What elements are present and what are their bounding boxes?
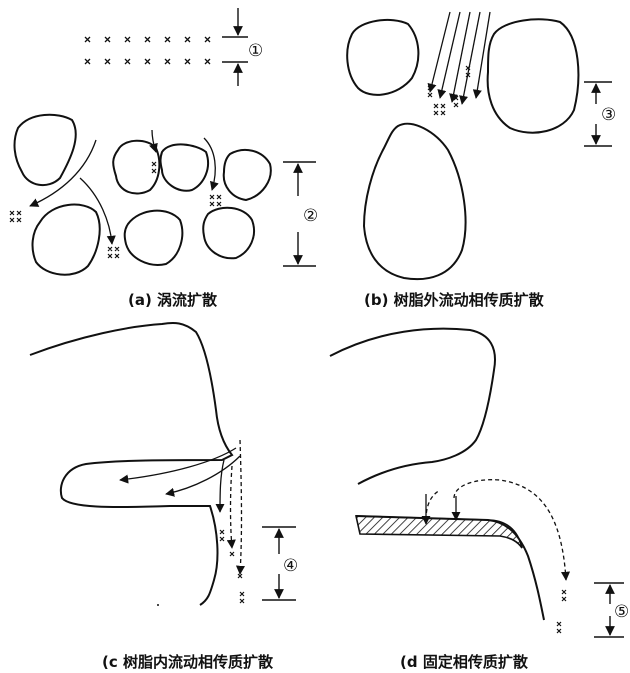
marker-4-label: ④ (283, 556, 298, 576)
panel-a-eddy-diffusion (10, 8, 316, 275)
caption-panel-a: (a) 涡流扩散 (128, 289, 217, 310)
resin-pore-outline (30, 323, 232, 605)
molecule-clusters-d (557, 590, 566, 633)
marker-5-label: ⑤ (614, 602, 629, 622)
band-width-indicator-1 (222, 8, 248, 86)
marker-1-label: ① (248, 41, 263, 61)
marker-2-label: ② (303, 206, 318, 226)
stray-dot (157, 604, 159, 606)
panel-c-internal-mass-transfer (30, 323, 296, 605)
resin-beads-b (347, 19, 578, 279)
resin-beads-a (15, 115, 271, 275)
panel-d-stationary-mass-transfer (330, 329, 624, 637)
caption-panel-c: (c 树脂内流动相传质扩散 (102, 651, 273, 672)
molecule-band-1 (85, 37, 210, 64)
flow-stream-arrows-b (430, 12, 490, 104)
caption-panel-d: (d 固定相传质扩散 (400, 651, 528, 672)
eddy-flow-arrows (30, 130, 215, 244)
resin-upper-outline (330, 329, 495, 484)
caption-panel-b: (b) 树脂外流动相传质扩散 (364, 289, 544, 310)
panel-b-external-mass-transfer (347, 12, 612, 279)
marker-3-label: ③ (601, 105, 616, 125)
stationary-phase-layer (356, 516, 522, 548)
